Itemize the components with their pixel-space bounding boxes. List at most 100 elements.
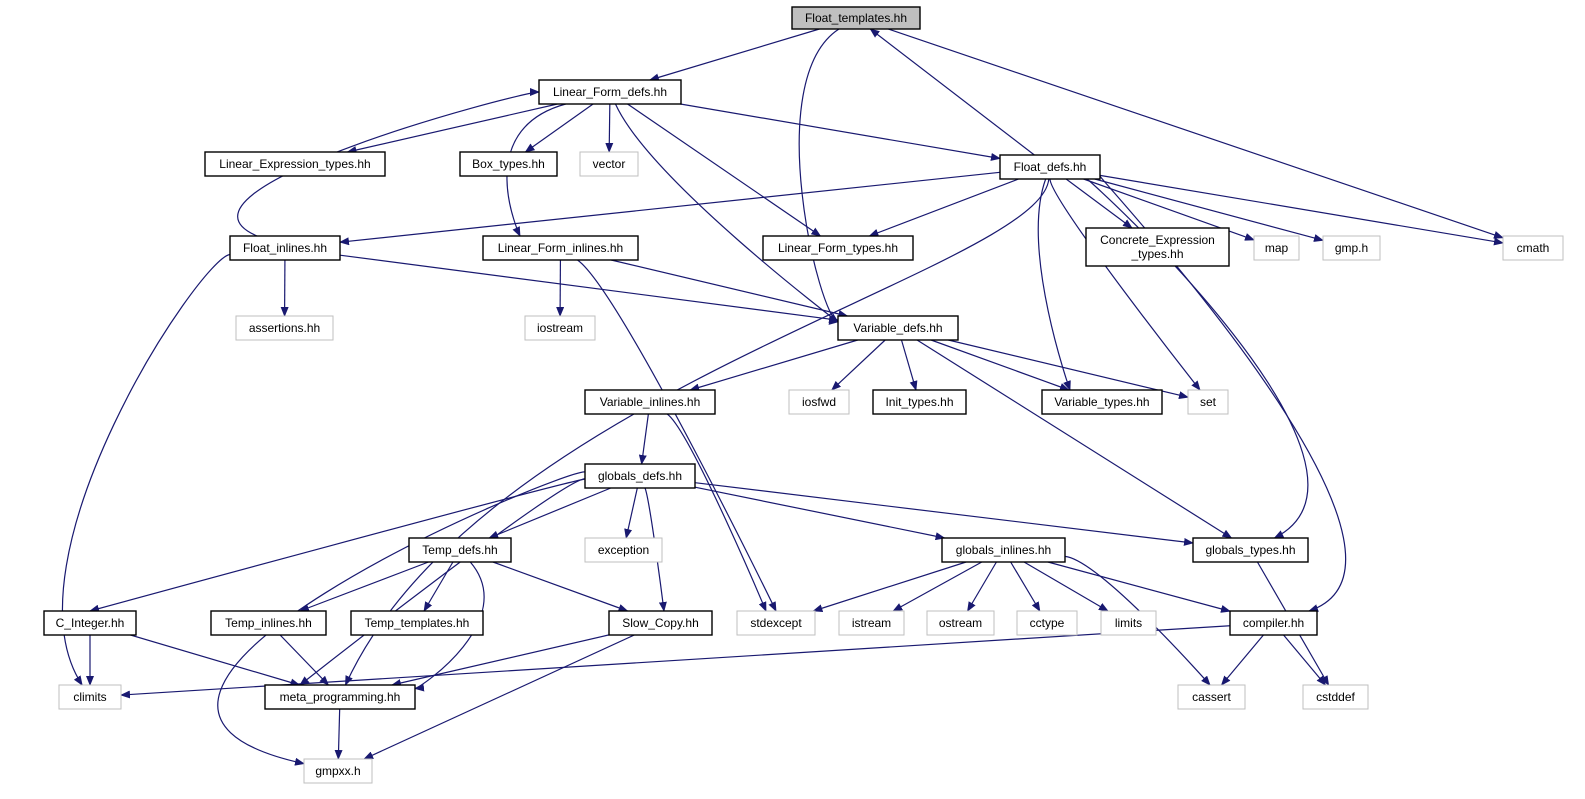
node-box-istream (838, 610, 905, 636)
node-variable_defs[interactable]: Variable_defs.hh (837, 315, 959, 341)
node-box-variable_defs (837, 315, 959, 341)
node-label-climits: climits (73, 690, 106, 704)
node-label-stdexcept: stdexcept (750, 616, 802, 630)
node-float_templates[interactable]: Float_templates.hh (791, 6, 921, 30)
node-compiler[interactable]: compiler.hh (1229, 610, 1318, 636)
node-globals_defs[interactable]: globals_defs.hh (584, 463, 696, 489)
node-box-concrete_expression_types (1085, 227, 1230, 267)
edge-slow_copy-to-meta_programming (390, 634, 610, 687)
node-label-init_types: Init_types.hh (885, 395, 953, 409)
node-box-limits (1100, 610, 1157, 636)
node-float_defs[interactable]: Float_defs.hh (999, 154, 1101, 180)
edge-float_templates-to-cmath (888, 28, 1504, 239)
node-label-float_defs: Float_defs.hh (1014, 160, 1087, 174)
node-label-cassert: cassert (1192, 690, 1231, 704)
node-label-compiler: compiler.hh (1243, 616, 1304, 630)
node-iostream: iostream (524, 315, 596, 341)
node-label-ostream: ostream (939, 616, 982, 630)
node-gmpxx: gmpxx.h (303, 758, 373, 784)
node-box-cassert (1177, 684, 1246, 710)
node-cctype: cctype (1016, 610, 1078, 636)
node-box-temp_inlines (210, 610, 327, 636)
edge-temp_defs-to-meta_programming (414, 561, 485, 692)
node-label-linear_form_defs: Linear_Form_defs.hh (553, 85, 667, 99)
edge-linear_form_inlines-to-stdexcept (577, 259, 777, 612)
nodes-layer: Float_templates.hhLinear_Form_defs.hhLin… (43, 6, 1564, 784)
node-vector: vector (579, 151, 639, 177)
node-label-temp_templates: Temp_templates.hh (365, 616, 470, 630)
node-exception: exception (584, 537, 663, 563)
node-label-linear_form_inlines: Linear_Form_inlines.hh (498, 241, 623, 255)
node-box-compiler (1229, 610, 1318, 636)
node-linear_form_types[interactable]: Linear_Form_types.hh (762, 235, 914, 261)
node-box-temp_defs (408, 537, 512, 563)
node-box-linear_expression_types (204, 151, 386, 177)
node-label-globals_defs: globals_defs.hh (598, 469, 682, 483)
node-c_integer[interactable]: C_Integer.hh (43, 610, 137, 636)
node-box-globals_types (1192, 537, 1309, 563)
edge-variable_inlines-to-globals_defs (638, 413, 649, 465)
node-label-exception: exception (598, 543, 649, 557)
node-label-iostream: iostream (537, 321, 583, 335)
node-label-concrete_expression_types: Concrete_Expression_types.hh (1100, 233, 1215, 261)
node-temp_inlines[interactable]: Temp_inlines.hh (210, 610, 327, 636)
edge-compiler-to-climits (120, 625, 1231, 699)
node-linear_form_defs[interactable]: Linear_Form_defs.hh (538, 79, 682, 105)
edge-float_defs-to-meta_programming (344, 178, 1050, 686)
node-label-set: set (1200, 395, 1217, 409)
node-cmath: cmath (1502, 235, 1564, 261)
node-box-box_types (459, 151, 558, 177)
edge-globals_inlines-to-cctype (1010, 561, 1041, 612)
node-box-set (1187, 389, 1229, 415)
node-variable_inlines[interactable]: Variable_inlines.hh (584, 389, 716, 415)
node-label-gmp_h: gmp.h (1335, 241, 1368, 255)
node-box-temp_templates (350, 610, 484, 636)
node-linear_form_inlines[interactable]: Linear_Form_inlines.hh (482, 235, 639, 261)
node-init_types[interactable]: Init_types.hh (872, 389, 967, 415)
edge-globals_inlines-to-limits (1023, 561, 1109, 612)
node-label-istream: istream (852, 616, 891, 630)
edge-variable_defs-to-iosfwd (831, 339, 886, 391)
node-concrete_expression_types[interactable]: Concrete_Expression_types.hh (1085, 227, 1230, 267)
node-box-linear_form_defs (538, 79, 682, 105)
edge-compiler-to-cstddef (1283, 634, 1327, 686)
node-globals_inlines[interactable]: globals_inlines.hh (941, 537, 1066, 563)
edge-globals_inlines-to-compiler (1047, 561, 1231, 613)
edge-float_inlines-to-variable_defs (339, 254, 839, 323)
node-float_inlines[interactable]: Float_inlines.hh (229, 235, 341, 261)
node-label-float_inlines: Float_inlines.hh (243, 241, 327, 255)
edge-float_defs-to-globals_types (1086, 178, 1309, 539)
node-stdexcept: stdexcept (736, 610, 816, 636)
edge-globals_defs-to-c_integer (89, 478, 586, 613)
edges-layer (61, 28, 1504, 766)
node-box-climits (58, 684, 122, 710)
edge-globals_defs-to-gmpxx (217, 471, 586, 766)
node-temp_defs[interactable]: Temp_defs.hh (408, 537, 512, 563)
edge-float_defs-to-float_templates (869, 28, 1035, 156)
node-meta_programming[interactable]: meta_programming.hh (264, 684, 416, 710)
node-linear_expression_types[interactable]: Linear_Expression_types.hh (204, 151, 386, 177)
edge-float_defs-to-concrete_expression_types (1065, 178, 1133, 229)
node-temp_templates[interactable]: Temp_templates.hh (350, 610, 484, 636)
edge-linear_form_defs-to-linear_expression_types (346, 103, 558, 154)
node-slow_copy[interactable]: Slow_Copy.hh (608, 610, 713, 636)
node-ostream: ostream (926, 610, 995, 636)
node-box-c_integer (43, 610, 137, 636)
edge-float_defs-to-compiler (1099, 175, 1347, 612)
node-label-assertions: assertions.hh (249, 321, 320, 335)
node-box_types[interactable]: Box_types.hh (459, 151, 558, 177)
node-box-linear_form_inlines (482, 235, 639, 261)
node-variable_types[interactable]: Variable_types.hh (1041, 389, 1163, 415)
edge-meta_programming-to-gmpxx (334, 708, 343, 760)
edge-float_inlines-to-linear_form_defs (237, 88, 540, 237)
node-label-globals_inlines: globals_inlines.hh (956, 543, 1051, 557)
node-cassert: cassert (1177, 684, 1246, 710)
node-map: map (1253, 235, 1300, 261)
node-label-iosfwd: iosfwd (802, 395, 836, 409)
edge-temp_defs-to-temp_inlines (299, 561, 429, 612)
edge-float_defs-to-variable_types (1037, 178, 1071, 391)
edge-linear_form_defs-to-box_types (524, 103, 594, 153)
node-assertions: assertions.hh (235, 315, 334, 341)
node-label-map: map (1265, 241, 1289, 255)
node-globals_types[interactable]: globals_types.hh (1192, 537, 1309, 563)
